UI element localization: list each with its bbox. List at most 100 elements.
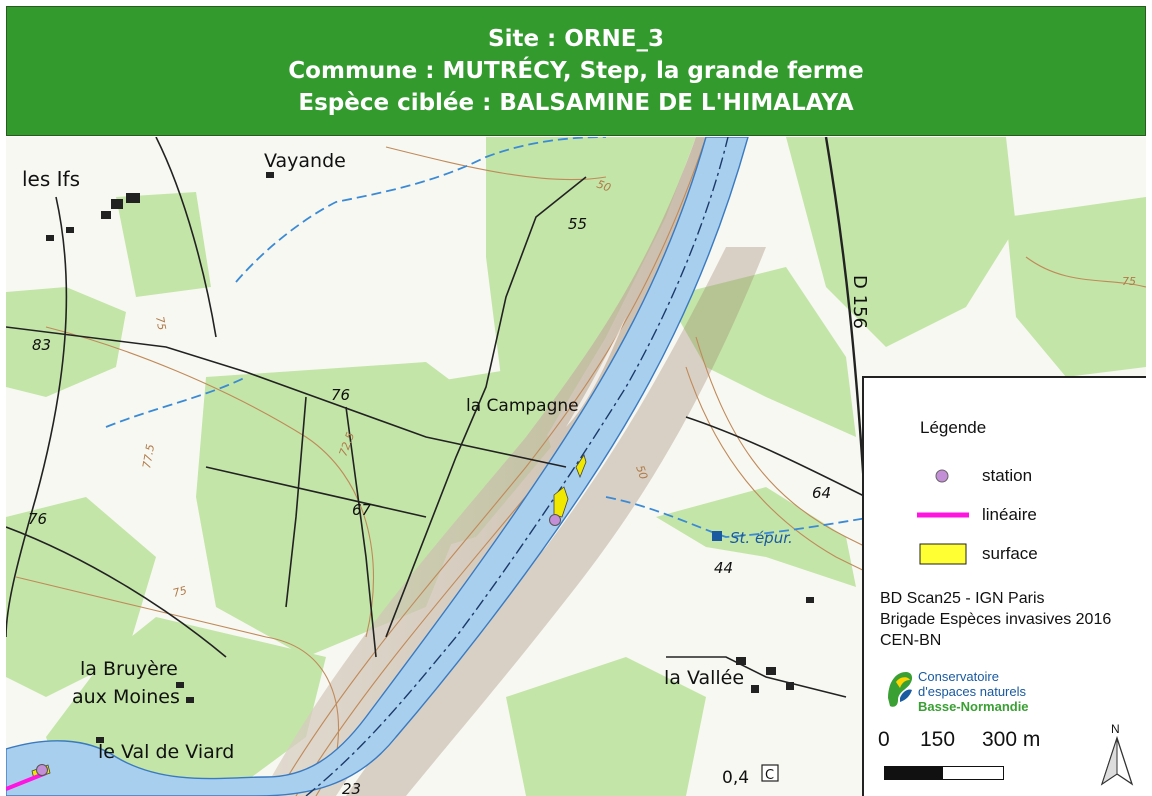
road-segment xyxy=(205,466,427,518)
species-title: Espèce ciblée : BALSAMINE DE L'HIMALAYA xyxy=(298,90,854,116)
contour-label-77-5: 77.5 xyxy=(140,443,157,469)
place-les-ifs: les Ifs xyxy=(22,167,80,191)
legend-label-lineaire: linéaire xyxy=(982,505,1037,524)
commune-title: Commune : MUTRÉCY, Step, la grande ferme xyxy=(288,58,864,84)
cen-logo-line3: Basse-Normandie xyxy=(918,699,1029,714)
place-vayande: Vayande xyxy=(264,150,346,172)
elevation-55: 55 xyxy=(568,215,587,233)
forest-patch xyxy=(486,137,696,437)
road-segment xyxy=(666,656,847,698)
scale-bar-graphic xyxy=(884,766,1004,780)
building xyxy=(751,685,759,693)
road-label-d156: D 156 xyxy=(849,275,870,329)
forest-patch xyxy=(1006,197,1146,377)
building xyxy=(806,597,814,603)
road-segment xyxy=(385,176,587,638)
title-band: Site : ORNE_3 Commune : MUTRÉCY, Step, l… xyxy=(6,6,1146,136)
elevation-67: 67 xyxy=(352,501,372,519)
place-la-campagne: la Campagne xyxy=(466,396,579,416)
valley-slope xyxy=(261,137,746,796)
legend-item-lineaire: linéaire xyxy=(914,503,1134,527)
scale-bar: 0 150 300 m xyxy=(878,728,1068,792)
legend-title: Légende xyxy=(920,418,987,437)
contour-line xyxy=(1025,256,1146,288)
place-la-vallee: la Vallée xyxy=(664,667,744,689)
observation-surface[interactable] xyxy=(575,454,587,479)
observation-station[interactable] xyxy=(549,514,561,526)
building xyxy=(111,199,123,209)
building xyxy=(786,682,794,690)
site-title: Site : ORNE_3 xyxy=(488,26,664,52)
north-arrow-icon xyxy=(1100,735,1134,786)
road-segment xyxy=(6,526,227,658)
elevation-44: 44 xyxy=(714,559,733,577)
observation-linear[interactable] xyxy=(6,771,47,791)
forest-patch xyxy=(6,497,156,697)
building xyxy=(266,172,274,178)
observation-surface[interactable] xyxy=(553,486,569,518)
contour-line xyxy=(45,326,375,638)
stream-st-epur xyxy=(605,466,1146,538)
road-segment xyxy=(345,406,377,658)
cen-logo-icon xyxy=(888,672,913,707)
legend-panel: Légende station linéaire surface BD Scan… xyxy=(862,376,1146,796)
map-code-box xyxy=(761,764,779,782)
streams xyxy=(105,137,1146,538)
forest-areas xyxy=(6,137,1146,796)
building xyxy=(96,737,104,743)
road-segment xyxy=(685,416,867,498)
contour-label-50-east: 50 xyxy=(633,464,650,482)
elevation-76-west: 76 xyxy=(28,510,47,528)
place-le-val-de-viard: le Val de Viard xyxy=(98,741,234,763)
place-aux-moines: aux Moines xyxy=(72,686,180,708)
treatment-plant-marker xyxy=(712,531,722,541)
building xyxy=(101,211,111,219)
scale-label-0: 0 xyxy=(878,728,890,751)
forest-patch xyxy=(6,287,126,397)
place-la-bruyere: la Bruyère xyxy=(80,658,178,680)
forest-patch xyxy=(656,487,856,587)
legend-surface-symbol xyxy=(914,542,972,566)
elevation-76-north: 76 xyxy=(331,386,350,404)
cen-logo: Conservatoire d'espaces naturels Basse-N… xyxy=(884,668,1084,718)
contour-label-75-south: 75 xyxy=(171,584,188,600)
credits: BD Scan25 - IGN Paris Brigade Espèces in… xyxy=(880,588,1111,651)
scale-label-150: 150 xyxy=(920,728,956,751)
orne-river xyxy=(6,137,749,796)
building xyxy=(186,697,194,703)
contour-label-75: 75 xyxy=(153,315,168,331)
label-st-epur: St. épur. xyxy=(730,529,793,547)
credit-brigade: Brigade Espèces invasives 2016 xyxy=(880,611,1112,628)
building xyxy=(46,235,54,241)
north-arrow: N xyxy=(1092,722,1142,792)
legend-lineaire-symbol xyxy=(914,503,972,527)
road-segment xyxy=(6,326,567,468)
legend-label-surface: surface xyxy=(982,544,1038,563)
forest-patch xyxy=(666,267,856,437)
road-segment xyxy=(6,196,68,638)
contour-line xyxy=(15,576,339,758)
elevation-83: 83 xyxy=(32,336,51,354)
legend-label-station: station xyxy=(982,466,1033,485)
stream-west xyxy=(105,376,247,428)
building xyxy=(766,667,776,675)
forest-patch xyxy=(786,137,1016,347)
building xyxy=(126,193,140,203)
contour-label-75-east: 75 xyxy=(1122,275,1136,288)
canal-line xyxy=(305,137,729,796)
building xyxy=(176,682,184,688)
legend-item-surface: surface xyxy=(914,542,1134,566)
buildings xyxy=(46,172,814,743)
observation-station[interactable] xyxy=(36,764,48,776)
north-letter: N xyxy=(1111,722,1120,736)
cen-logo-line1: Conservatoire xyxy=(918,669,999,684)
map-code-letter: C xyxy=(765,768,774,783)
forest-patch xyxy=(506,657,706,796)
stream-vayande xyxy=(235,137,607,283)
building xyxy=(736,657,746,665)
forest-patch xyxy=(376,367,551,557)
legend-station-symbol xyxy=(914,464,972,488)
roads xyxy=(6,137,868,698)
road-segment xyxy=(155,137,217,338)
